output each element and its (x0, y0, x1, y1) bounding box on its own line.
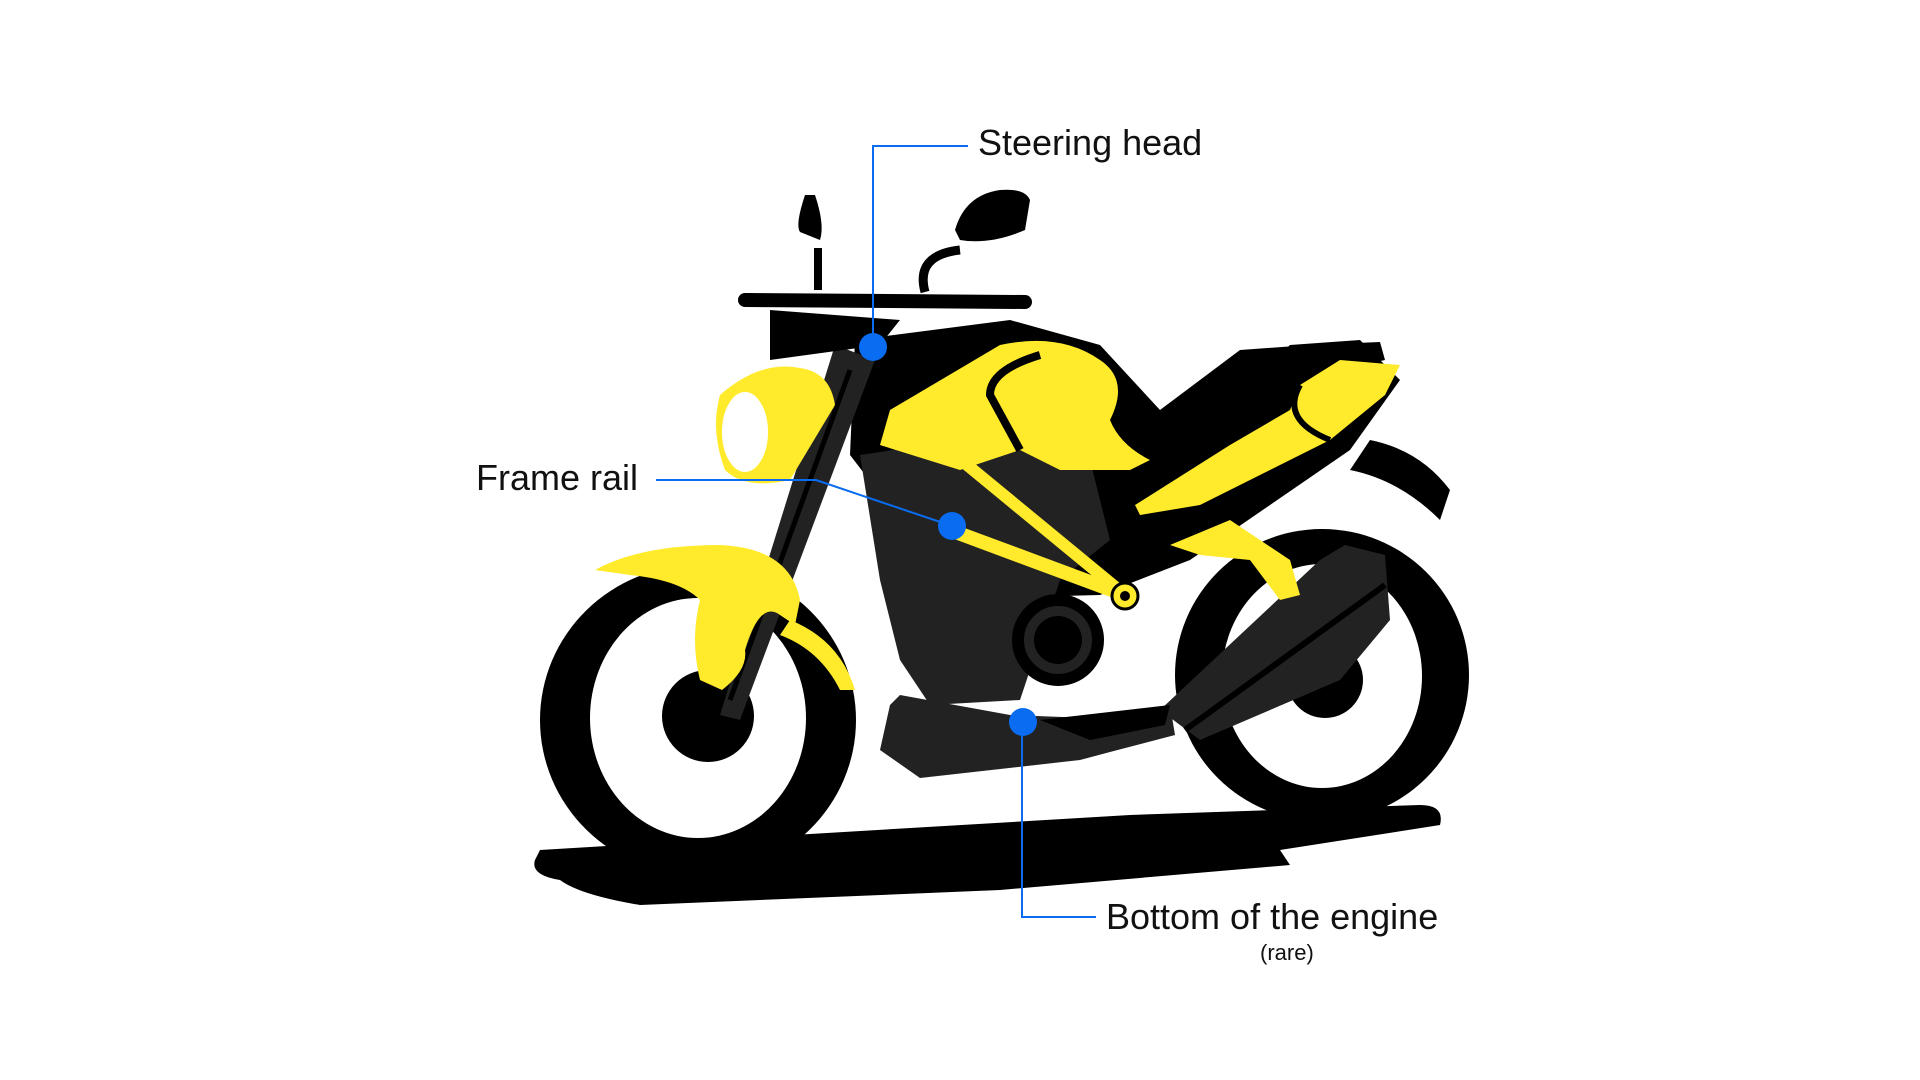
exhaust (1160, 545, 1390, 740)
note-bottom-of-engine: (rare) (1260, 940, 1314, 965)
motorcycle-illustration (540, 189, 1469, 875)
subframe (1170, 520, 1300, 600)
leader-line-frame-rail (656, 479, 953, 527)
handlebar (738, 293, 1032, 309)
leader-lines (656, 145, 1096, 918)
tail-section (1135, 360, 1400, 515)
front-fork-line (727, 369, 853, 701)
swingarm-pivot-center (1120, 591, 1130, 601)
front-fender (595, 545, 800, 690)
headlight (718, 388, 772, 476)
engine-bottom-dark (1040, 705, 1170, 740)
triple-clamp (770, 310, 900, 360)
right-mirror-stem (918, 245, 961, 294)
engine-block (860, 440, 1110, 705)
right-mirror (955, 189, 1030, 242)
front-fender-rear (780, 620, 855, 690)
frame-rail-tube (951, 450, 1129, 600)
engine-skid (880, 695, 1175, 778)
marker-steering-head (859, 333, 887, 361)
tail-edge (1291, 383, 1332, 443)
left-mirror (798, 195, 822, 240)
tank-seam (985, 351, 1042, 452)
label-steering-head: Steering head (978, 122, 1203, 163)
frame-rail-tube-lower (947, 523, 1128, 602)
ground-shadow (534, 805, 1441, 905)
fuel-tank (880, 340, 1150, 470)
exhaust-line (1183, 582, 1387, 733)
label-frame-rail: Frame rail (476, 457, 639, 498)
rear-hugger (1350, 440, 1450, 520)
tank-stripe (913, 341, 992, 379)
label-bottom-of-engine: Bottom of the engine (1106, 896, 1439, 937)
seat (1160, 342, 1385, 410)
leader-line-engine (1021, 722, 1096, 918)
engine-cover-inner (1034, 616, 1082, 664)
marker-frame-rail (938, 512, 966, 540)
leader-line-steering-head (872, 145, 968, 346)
marker-engine-bottom (1009, 708, 1037, 736)
